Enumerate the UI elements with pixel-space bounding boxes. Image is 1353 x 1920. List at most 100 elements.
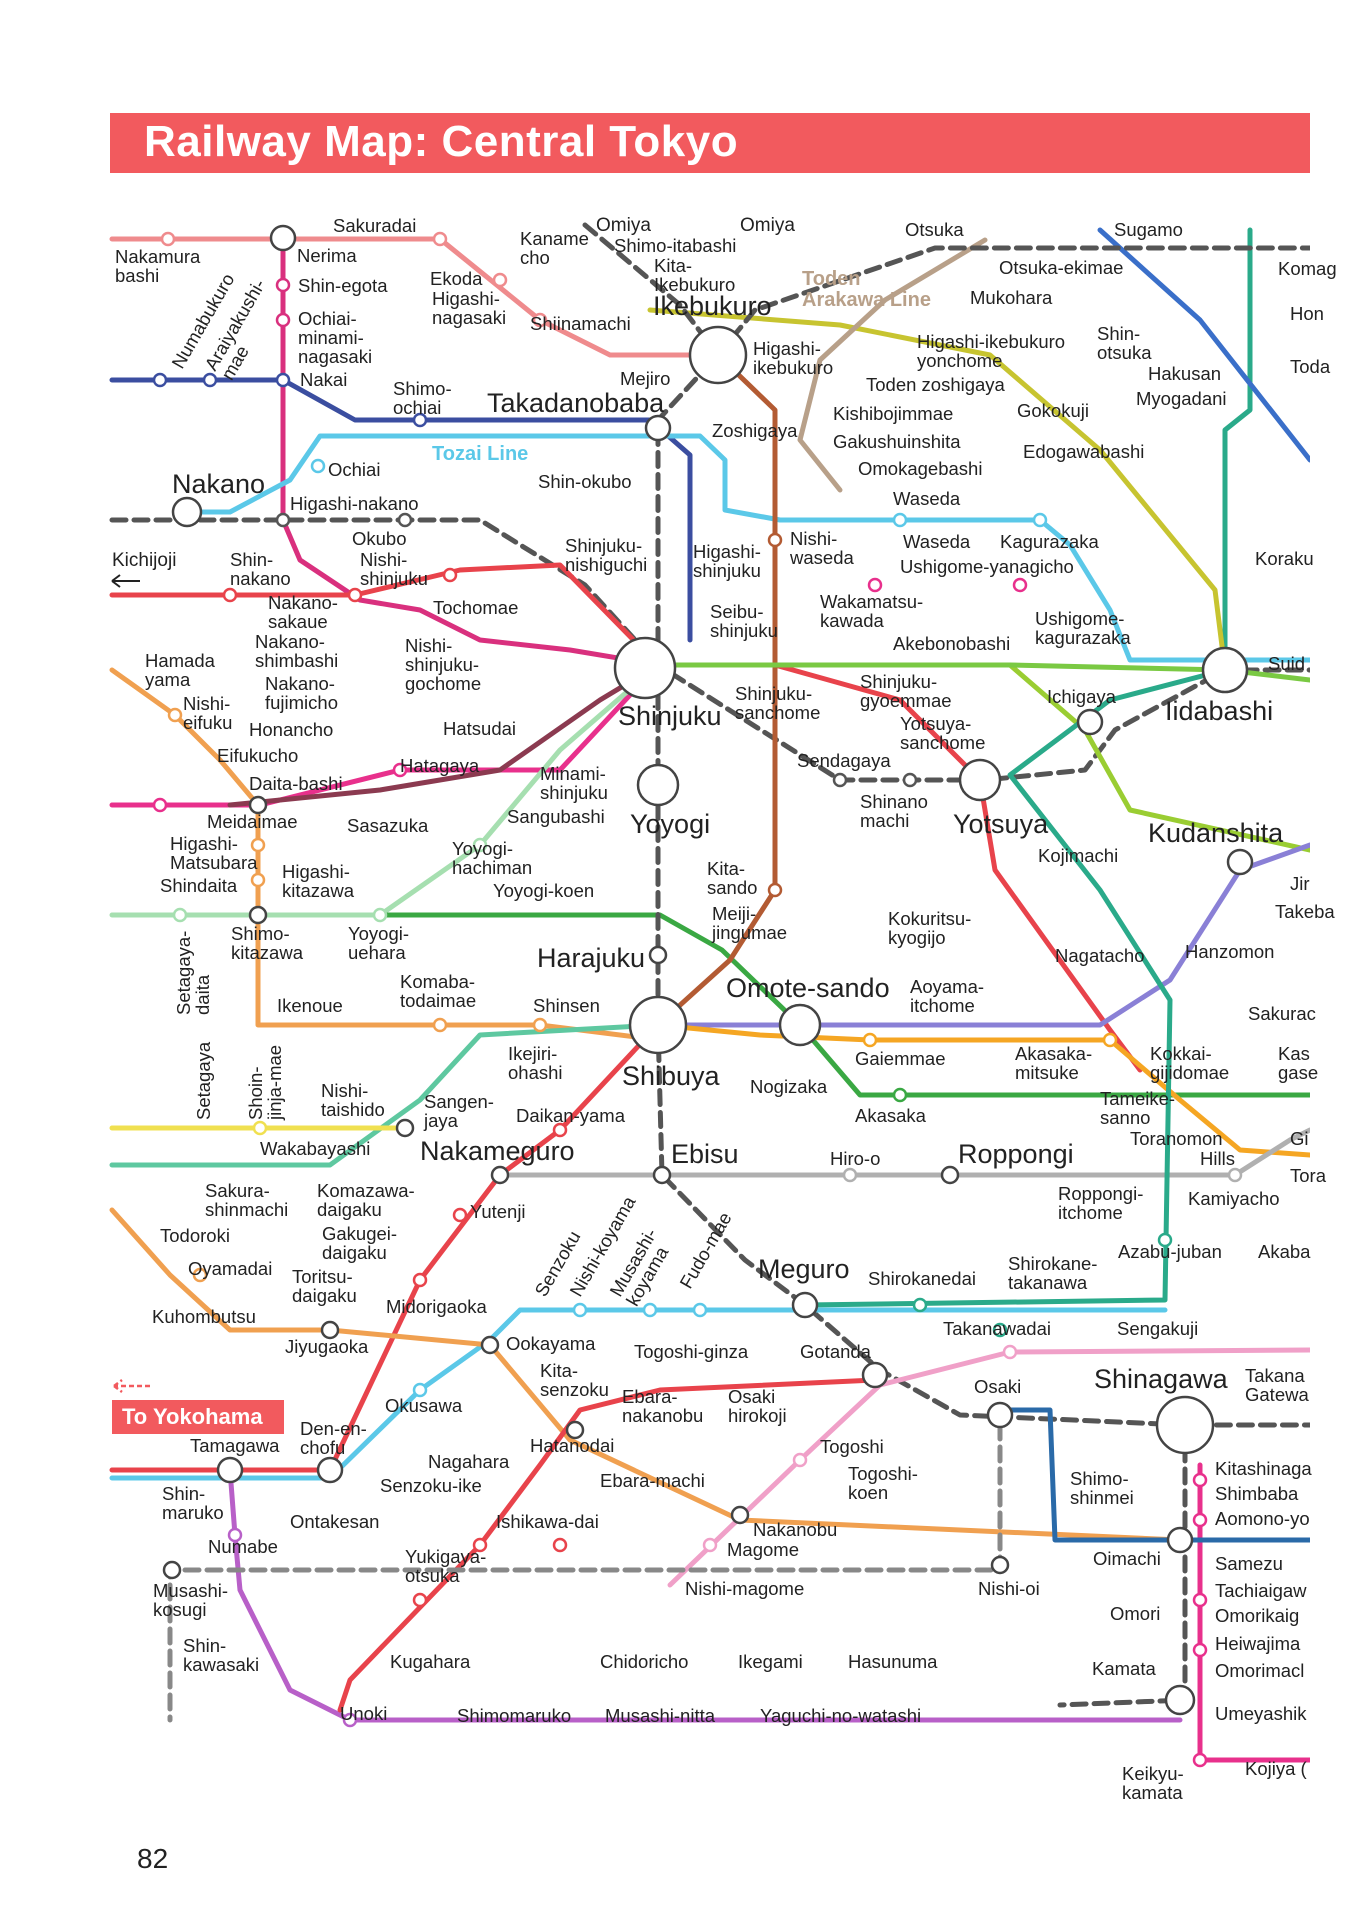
- page-number: 82: [137, 1843, 169, 1874]
- toden-line-label-2: Arakawa Line: [802, 289, 931, 311]
- station-tamagawa[interactable]: [216, 1456, 244, 1484]
- station-label-harajuku: Harajuku: [537, 943, 645, 973]
- station-label-shin-egota: Shin-egota: [298, 275, 388, 296]
- station-label-shirokanedai: Shirokanedai: [868, 1268, 976, 1289]
- station-label-higashi-ikebukuro: Higashi-ikebukuro: [753, 338, 833, 378]
- station-label-meidaimae: Meidaimae: [207, 811, 298, 832]
- station-label-kagurazaka: Kagurazaka: [1000, 531, 1099, 552]
- station-label-omorikaigan: Omorikaig: [1215, 1605, 1299, 1626]
- station-roppongi[interactable]: [940, 1165, 960, 1185]
- small-stops: [152, 231, 1243, 1768]
- station-label-nishi-shinjuku-gochome: Nishi-shinjuku-gochome: [405, 635, 481, 694]
- station-meguro[interactable]: [791, 1291, 819, 1319]
- station-label-wakamatsu-kawada: Wakamatsu-kawada: [820, 591, 923, 631]
- station-label-kishibojimmae: Kishibojimmae: [833, 403, 953, 424]
- station-sangen-jaya[interactable]: [395, 1118, 415, 1138]
- station-label-shinjuku: Shinjuku: [618, 701, 722, 731]
- station-label-minami-shinjuku: Minami-shinjuku: [540, 763, 608, 803]
- line-tokyu-tamagawa: [227, 1467, 1183, 1723]
- station-label-omokagebashi: Omokagebashi: [858, 458, 982, 479]
- station-shibuya[interactable]: [628, 995, 688, 1055]
- line-tokyu-meguro: [109, 1307, 1168, 1481]
- station-jiyugaoka[interactable]: [320, 1320, 340, 1340]
- to-yokohama-badge: [112, 1400, 284, 1434]
- station-label-shinjuku-sanchome: Shinjuku-sanchome: [735, 683, 820, 723]
- station-label-toritsu-daigaku: Toritsu-daigaku: [292, 1266, 357, 1306]
- station-label-osaki: Osaki: [974, 1376, 1021, 1397]
- line-tozai: [184, 433, 1310, 663]
- station-ebisu[interactable]: [652, 1165, 672, 1185]
- station-label-shin-maruko: Shin-maruko: [162, 1483, 224, 1523]
- station-label-nishi-waseda: Nishi-waseda: [789, 528, 854, 568]
- station-label-sendagaya: Sendagaya: [797, 750, 891, 771]
- station-shimo-kitazawa[interactable]: [248, 905, 268, 925]
- station-label-takadanobaba: Takadanobaba: [487, 388, 665, 418]
- station-label-hatanodai: Hatanodai: [530, 1435, 614, 1456]
- station-nishi-oi[interactable]: [990, 1555, 1010, 1575]
- station-omote-sando[interactable]: [778, 1003, 822, 1047]
- station-label-toranomon-hills: Hills: [1200, 1148, 1235, 1169]
- station-ikebukuro[interactable]: [688, 325, 748, 385]
- station-label-den-en-chofu: Den-en-chofu: [300, 1418, 367, 1458]
- station-label-kuhombutsu: Kuhombutsu: [152, 1306, 256, 1327]
- station-yoyogi[interactable]: [636, 763, 680, 807]
- station-label-kokuritsu-kyogijo: Kokuritsu-kyogijo: [888, 908, 971, 948]
- station-label-shimbaba: Shimbaba: [1215, 1483, 1299, 1504]
- station-kudanshita[interactable]: [1226, 848, 1254, 876]
- station-label-toranomon-2: Tora: [1290, 1165, 1327, 1186]
- station-nerima[interactable]: [269, 224, 297, 252]
- title-bar: Railway Map: Central Tokyo: [110, 113, 1310, 173]
- station-label-senzoku-ike: Senzoku-ike: [380, 1475, 482, 1496]
- station-label-kugahara: Kugahara: [390, 1651, 471, 1672]
- station-nakano[interactable]: [171, 496, 203, 528]
- station-label-takanawadai: Takanawadai: [943, 1318, 1051, 1339]
- station-label-toranomon: Toranomon: [1130, 1128, 1223, 1149]
- station-osaki[interactable]: [986, 1401, 1014, 1429]
- station-label-sakura-shinmachi: Sakura-shinmachi: [205, 1180, 288, 1220]
- station-label-akabanebashi: Akaba: [1258, 1241, 1311, 1262]
- station-den-en-chofu[interactable]: [316, 1456, 344, 1484]
- station-oimachi[interactable]: [1166, 1526, 1194, 1554]
- station-nakameguro[interactable]: [490, 1165, 510, 1185]
- station-nakanobu[interactable]: [730, 1505, 750, 1525]
- station-label-shoin-jinja-mae: Shoin-jinja-mae: [245, 1045, 285, 1121]
- station-label-shin-nakano: Shin-nakano: [230, 549, 291, 589]
- station-label-yoyogi: Yoyogi: [630, 809, 710, 839]
- line-yurakucho: [647, 307, 1228, 673]
- station-label-takebashi: Takeba: [1275, 901, 1335, 922]
- station-label-ishikawa-dai: Ishikawa-dai: [496, 1511, 599, 1532]
- station-hatanodai[interactable]: [565, 1420, 585, 1440]
- station-ichigaya[interactable]: [1076, 708, 1104, 736]
- station-label-myogadani: Myogadani: [1136, 388, 1227, 409]
- station-label-higashi-kitazawa: Higashi-kitazawa: [282, 861, 355, 901]
- station-label-akasaka-mitsuke: Akasaka-mitsuke: [1015, 1043, 1092, 1083]
- station-label-unoki: Unoki: [340, 1703, 387, 1724]
- station-label-shinagawa: Shinagawa: [1094, 1364, 1229, 1394]
- station-kamata[interactable]: [1164, 1684, 1196, 1716]
- station-label-nakano-shimbashi: Nakano-shimbashi: [255, 631, 338, 671]
- station-shinjuku[interactable]: [613, 636, 677, 700]
- station-label-ochiai: Ochiai: [328, 459, 380, 480]
- station-iidabashi[interactable]: [1201, 646, 1249, 694]
- station-harajuku[interactable]: [648, 945, 668, 965]
- station-yotsuya[interactable]: [958, 758, 1002, 802]
- station-takadanobaba[interactable]: [644, 414, 672, 442]
- station-shinagawa[interactable]: [1155, 1395, 1215, 1455]
- arrow-left-icon: [111, 574, 140, 588]
- station-label-nakano-fujimicho: Nakano-fujimicho: [265, 673, 338, 713]
- station-label-ushigome-kagurazaka: Ushigome-kagurazaka: [1035, 608, 1131, 648]
- station-gotanda[interactable]: [861, 1361, 889, 1389]
- station-musashi-kosugi[interactable]: [162, 1560, 182, 1580]
- station-label-kojimachi: Kojimachi: [1038, 845, 1118, 866]
- line-namboku: [802, 227, 1253, 1308]
- station-label-akebonobashi: Akebonobashi: [893, 633, 1010, 654]
- station-label-shimo-shinmei: Shimo-shinmei: [1070, 1468, 1134, 1508]
- station-meidaimae[interactable]: [248, 795, 268, 815]
- station-label-ookayama: Ookayama: [506, 1333, 596, 1354]
- station-label-nerima: Nerima: [297, 245, 357, 266]
- station-ookayama[interactable]: [480, 1335, 500, 1355]
